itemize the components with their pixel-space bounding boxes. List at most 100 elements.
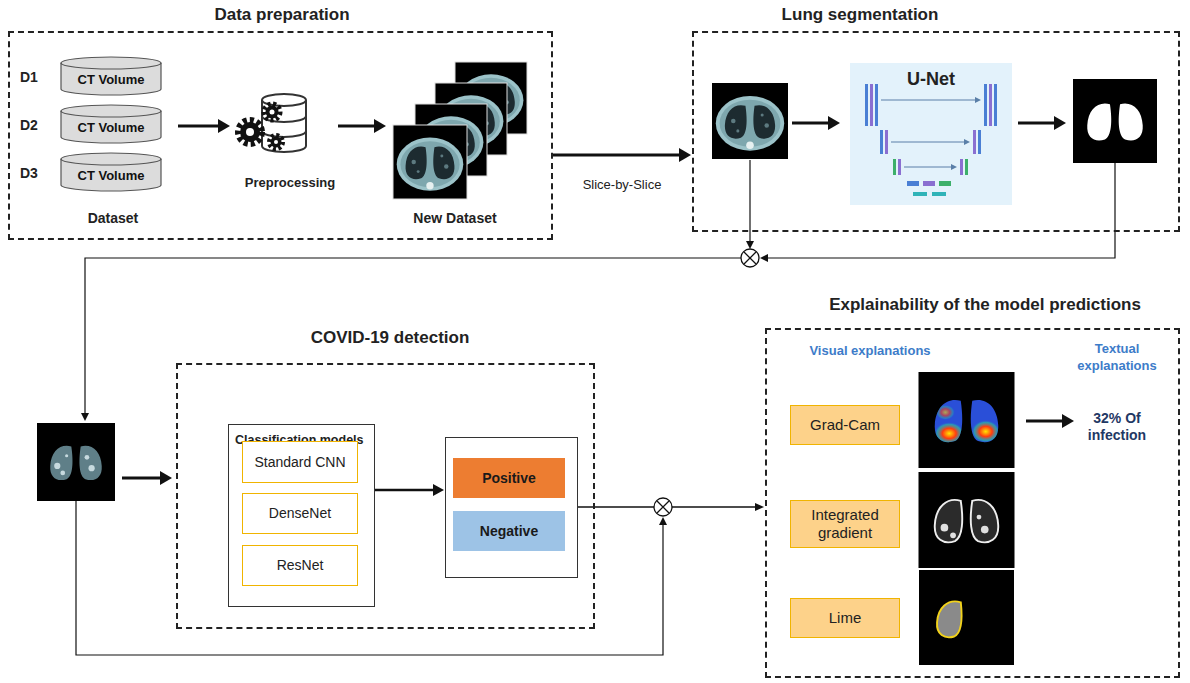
unet-illustration (850, 63, 1012, 205)
node-text: ResNet (277, 557, 324, 574)
arrow (178, 119, 230, 133)
node-text: CT Volume (78, 72, 145, 87)
section-panel: Data preparationCT VolumeCT VolumeCT Vol… (8, 31, 553, 240)
text-label: Textual explanations (1065, 340, 1169, 374)
arrow-line (1018, 122, 1056, 125)
model-box: Standard CNN (242, 441, 358, 483)
unet-panel (850, 63, 1012, 205)
bottleneck (907, 181, 919, 186)
segmented-lungs (37, 423, 115, 501)
node-text: CT Volume (78, 120, 145, 135)
wire-head (81, 413, 89, 421)
arrow-head (374, 119, 386, 133)
method-box: Grad-Cam (790, 405, 900, 445)
node-text: CT Volume (78, 168, 145, 183)
arrow-head (160, 471, 172, 485)
cylinder-rim (61, 63, 161, 69)
arrow-head (1062, 414, 1074, 428)
text-label: D2 (20, 117, 38, 134)
skip-head (951, 164, 957, 170)
wire (85, 258, 741, 414)
junction-circle (741, 249, 759, 267)
node-text: Negative (480, 523, 538, 539)
section-title: Lung segmentation (779, 5, 942, 25)
arrow-head (218, 119, 230, 133)
junction-circle (654, 498, 672, 516)
node-text: Lime (829, 609, 862, 627)
arrow-head (1054, 116, 1066, 130)
node-text: U-Net (907, 69, 955, 90)
class-box: Positive (453, 458, 565, 498)
node-text: DenseNet (269, 505, 331, 522)
database-disc (262, 116, 306, 137)
network-box: U-Net (850, 63, 1012, 205)
wire-head (746, 241, 754, 249)
wire (766, 163, 1115, 258)
feature-map (870, 84, 873, 126)
gear-body (271, 137, 282, 148)
flow-arrow (375, 484, 444, 496)
integrated-gradient-map (919, 472, 1015, 568)
method-box: Integrated gradient (790, 500, 900, 548)
feature-map (898, 159, 901, 175)
wire-head (659, 517, 667, 525)
arrow-head (679, 148, 691, 162)
arrow-line (122, 477, 162, 480)
section-title: Data preparation (211, 5, 352, 25)
text-label: 32% Of infection (1071, 410, 1163, 444)
gear-body (266, 106, 279, 119)
gear-hole (246, 128, 254, 136)
model-group: Classification modelsStandard CNNDenseNe… (228, 424, 375, 607)
gear-database-icon (238, 94, 306, 152)
wire-head (760, 254, 768, 262)
arrow-head (755, 503, 764, 511)
feature-map (875, 84, 878, 126)
section-panel: Explainability of the model predictionsG… (765, 328, 1180, 678)
text-label: D1 (20, 69, 38, 86)
cylinder-body (61, 105, 161, 143)
arrow-line (553, 154, 680, 157)
feature-map (989, 84, 992, 126)
lung-mask (1073, 79, 1157, 163)
volume-cylinder: CT Volume (60, 152, 162, 192)
feature-map (978, 130, 981, 154)
database-body (262, 94, 306, 152)
bottleneck (923, 181, 935, 186)
gear-body (240, 122, 260, 142)
ct-slice (393, 125, 467, 199)
feature-map (880, 130, 883, 154)
gear-teeth (238, 120, 262, 144)
cylinder-rim (61, 111, 161, 117)
feature-map (893, 159, 896, 175)
bottleneck (939, 181, 951, 186)
section-panel: Lung segmentationU-Net (692, 31, 1180, 232)
feature-map (885, 130, 888, 154)
section-panel: COVID-19 detectionClassification modelsS… (176, 363, 595, 629)
gear-teeth (264, 104, 280, 120)
arrow (792, 116, 840, 130)
gear-teeth (269, 135, 283, 149)
arrow (338, 119, 386, 133)
node-text: Positive (482, 470, 536, 486)
node-text: Standard CNN (254, 454, 345, 471)
section-title: Explainability of the model predictions (826, 295, 1144, 315)
slice-border (393, 125, 467, 199)
gear-hole (274, 140, 278, 144)
arrow-line (375, 489, 434, 492)
junction-cross (744, 252, 756, 264)
multiply-junction (741, 249, 759, 267)
feature-map (865, 84, 868, 126)
node-text: Integrated gradient (797, 506, 893, 542)
arrow-line (792, 122, 830, 125)
feature-map (984, 84, 987, 126)
gradcam-map (919, 372, 1015, 468)
bottleneck (932, 192, 946, 196)
cylinder-rim (61, 159, 161, 165)
arrow-head (828, 116, 840, 130)
cylinder-body (61, 57, 161, 95)
arrow-line (178, 125, 220, 128)
arrow-line (1026, 420, 1064, 423)
